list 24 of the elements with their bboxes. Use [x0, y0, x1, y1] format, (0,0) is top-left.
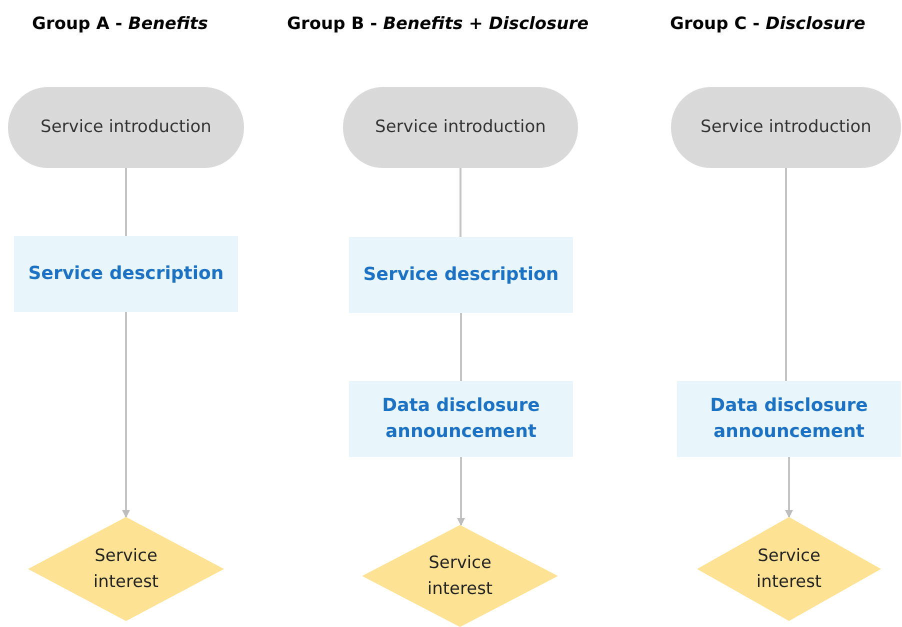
process-box [349, 237, 573, 313]
node-label: Service interest [755, 545, 823, 594]
group-heading: Group B - Benefits + Disclosure [287, 13, 589, 36]
node-label: Service description [362, 263, 560, 287]
connector-line [460, 313, 462, 381]
node-label: Service introduction [40, 116, 212, 139]
node-label: Data disclosure announcement [709, 394, 869, 444]
node-label: Service interest [426, 552, 494, 601]
connector-line [785, 168, 787, 381]
group-heading: Group A - Benefits [32, 13, 208, 36]
process-box [14, 236, 238, 312]
node-label: Service introduction [700, 116, 872, 139]
arrow [122, 312, 130, 518]
connector-line [125, 168, 127, 236]
process-box [349, 381, 573, 457]
node-label: Service interest [92, 545, 160, 594]
process-box [677, 381, 901, 457]
connector-line [460, 168, 462, 237]
node-label: Service introduction [375, 116, 546, 139]
node-label: Data disclosure announcement [381, 394, 541, 444]
node-label: Service description [27, 262, 225, 286]
arrow [457, 457, 465, 526]
arrow [785, 457, 793, 518]
group-heading: Group C - Disclosure [670, 13, 866, 36]
